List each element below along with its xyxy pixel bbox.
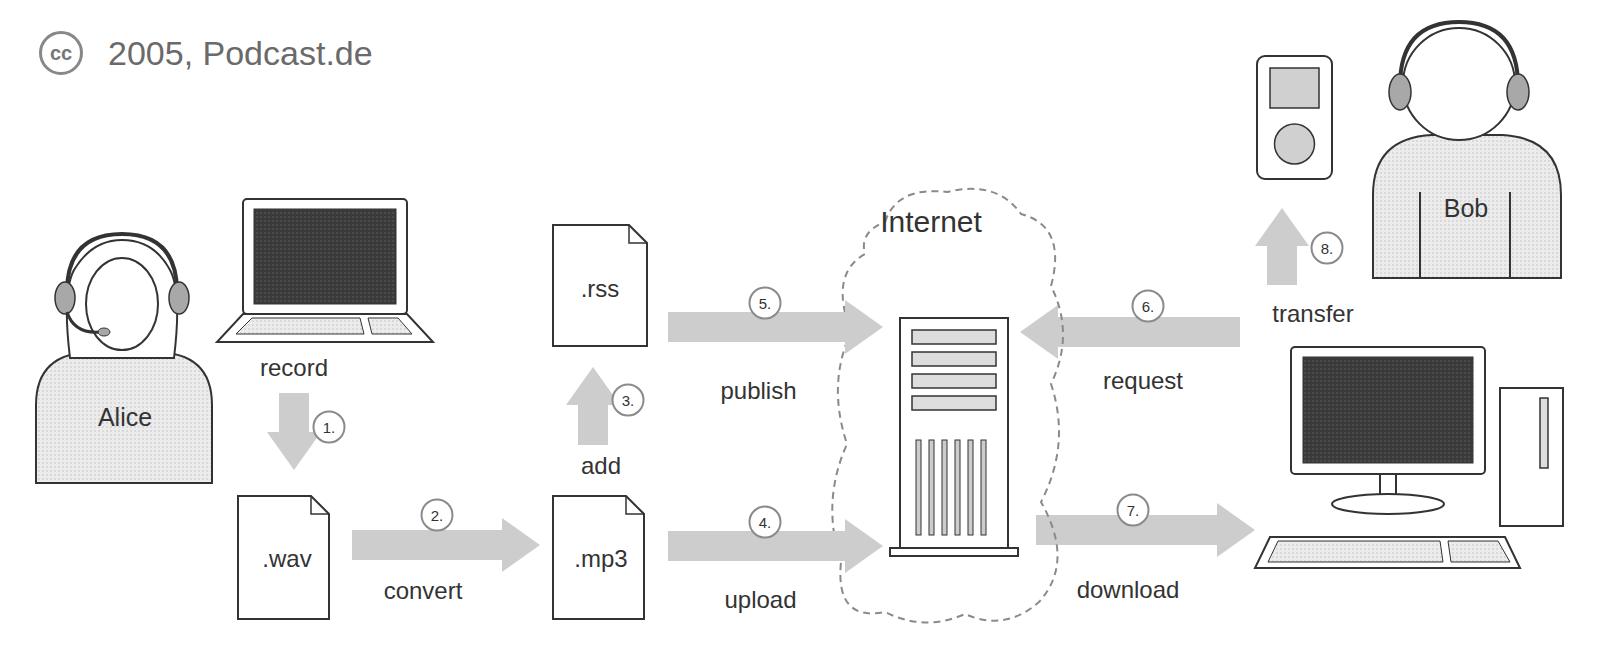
node-text: .mp3 [574,547,627,571]
drive-bay [912,330,996,344]
file-outline [238,496,329,619]
headphone-band [1400,22,1518,86]
laptop-lid [243,199,407,314]
license-mark: cc [39,31,83,75]
step-label: download [1077,578,1180,602]
node-shape [825,182,1072,628]
node-text: .rss [581,277,620,301]
node-text: .wav [262,547,311,571]
callout-number: 6. [1132,290,1165,323]
monitor-foot [1332,494,1444,514]
step-label: request [1103,369,1183,393]
edge-label: convert [384,579,463,603]
laptop-keyboard [236,318,364,334]
callout-number: 2. [421,499,454,532]
node-shape [1372,20,1562,280]
vent-slot [916,440,921,535]
file-icon: .wav [237,495,330,620]
file-fold [629,225,647,243]
file-icon: .mp3 [552,495,645,620]
vent-slot [942,440,947,535]
vent-slot [955,440,960,535]
laptop-screen [254,209,396,304]
drive-bay [912,396,996,410]
edge-label: add [581,454,621,478]
vent-slot [968,440,973,535]
keyboard-numpad [1448,541,1510,562]
edge-label: upload [724,588,796,612]
laptop [217,199,433,342]
server-case [900,318,1008,548]
callout-number: 5. [749,287,782,320]
person-body [1373,135,1561,278]
headset-cup [55,282,75,314]
headset-mic-tip [98,328,110,336]
node-text: Bob [1444,196,1488,221]
person-head [1403,28,1515,140]
file-outline [553,225,647,346]
person-face [86,258,158,350]
callout-number: 1. [313,411,346,444]
monitor [1291,347,1485,474]
file-icon: .rss [552,224,648,347]
server-foot [890,548,1018,556]
headphone-cup [1389,74,1411,110]
headset-mic [67,312,100,332]
desktop-computer [1255,347,1563,568]
copyright-note: 2005, Podcast.de [108,36,373,70]
monitor-screen [1303,357,1473,463]
media-player [1257,56,1332,179]
keyboard [1255,537,1520,568]
node-shape [34,230,218,485]
file-fold [626,496,644,514]
keyboard-keys [1268,541,1443,562]
headset-band [67,234,177,290]
body-line [1419,192,1421,278]
callout-number: 3. [612,384,645,417]
person-figure: Alice [34,230,218,485]
headphone-cup [1507,74,1529,110]
vent-slot [981,440,986,535]
edge-label: publish [720,379,796,403]
node-text: Internet [880,207,982,237]
step-label: record [260,356,328,380]
node-text: Alice [98,405,152,430]
callout-number: 7. [1117,494,1150,527]
callout-number: 8. [1311,232,1344,265]
tower [1500,388,1563,526]
player-wheel [1275,124,1315,164]
person-hair [67,240,177,358]
tower-drive [1540,398,1548,468]
server [890,318,1018,556]
vent-slot [929,440,934,535]
step-label: transfer [1272,302,1353,326]
headset-cup [169,282,189,314]
callout-number: 4. [749,506,782,539]
player-screen [1270,68,1319,108]
file-fold [311,496,329,514]
laptop-base [217,314,433,342]
laptop-touchpad [368,318,412,334]
file-outline [553,496,644,619]
player-body [1257,56,1332,179]
person-body [36,352,212,483]
block-arrow [1255,208,1309,285]
drive-bay [912,352,996,366]
person-figure: Bob [1372,20,1562,280]
network-cloud: Internet [825,182,1072,628]
body-line [1509,192,1511,278]
block-arrow [1020,305,1240,359]
cloud-outline [832,189,1063,623]
drive-bay [912,374,996,388]
